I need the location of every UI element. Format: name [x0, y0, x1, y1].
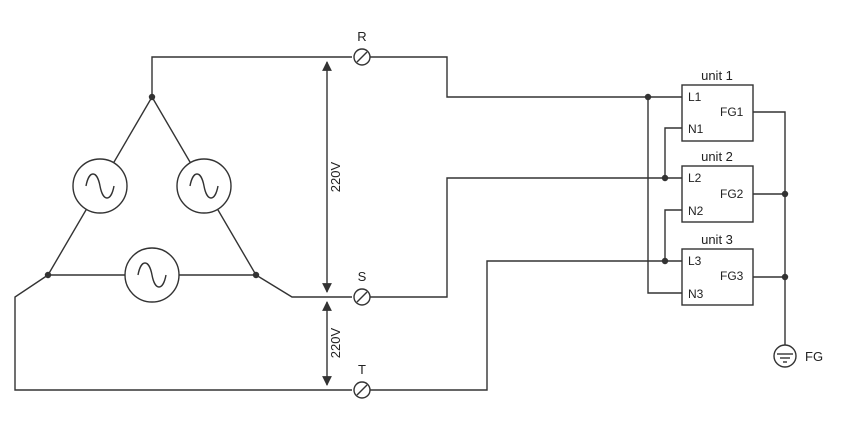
unit-2-title: unit 2: [701, 149, 733, 164]
terminal-s: S: [353, 269, 371, 306]
unit-1-box: [681, 84, 754, 142]
unit-3-live-label: L3: [688, 254, 702, 268]
wire-t-supply: [14, 274, 352, 391]
delta-source: [44, 93, 260, 303]
jumper-n2: [664, 209, 682, 261]
voltage-rs-label: 220V: [328, 161, 343, 192]
ac-source-icon: [176, 158, 232, 214]
unit-1-title: unit 1: [701, 68, 733, 83]
junction-dot: [661, 174, 669, 182]
unit-1-ground-label: FG1: [720, 105, 744, 119]
junction-dot: [781, 190, 789, 198]
voltage-st: 220V: [322, 301, 343, 386]
junction-dot: [644, 93, 652, 101]
junction-dot: [781, 273, 789, 281]
unit-2-ground-label: FG2: [720, 187, 744, 201]
unit-1: unit 1 L1 N1 FG1: [681, 68, 754, 142]
terminal-t: T: [353, 362, 371, 399]
wire-r-to-units: [370, 56, 682, 98]
jumper-n3: [647, 97, 682, 294]
terminal-r-label: R: [357, 29, 366, 44]
ac-source-icon: [72, 158, 128, 214]
unit-3-neutral-label: N3: [688, 287, 704, 301]
ground-label: FG: [805, 349, 823, 364]
unit-2-neutral-label: N2: [688, 204, 704, 218]
unit-1-neutral-label: N1: [688, 122, 704, 136]
unit-3-ground-label: FG3: [720, 269, 744, 283]
ac-source-icon: [124, 247, 180, 303]
unit-2-live-label: L2: [688, 171, 702, 185]
wire-s-to-units: [370, 177, 682, 298]
junction-dot: [661, 257, 669, 265]
voltage-rs: 220V: [322, 61, 343, 293]
unit-3: unit 3 L3 N3 FG3: [681, 232, 754, 306]
terminal-t-label: T: [358, 362, 366, 377]
wire-r-supply: [151, 56, 352, 97]
voltage-st-label: 220V: [328, 327, 343, 358]
unit-3-title: unit 3: [701, 232, 733, 247]
unit-3-box: [681, 248, 754, 306]
wire-s-supply: [255, 274, 352, 298]
jumper-n1: [664, 127, 682, 178]
unit-1-live-label: L1: [688, 90, 702, 104]
wire-t-to-units: [370, 260, 682, 391]
terminal-r: R: [353, 29, 371, 66]
ground-bus: [753, 111, 786, 345]
ground-icon: [773, 344, 797, 368]
unit-2: unit 2 L2 N2 FG2: [681, 149, 754, 223]
unit-2-box: [681, 165, 754, 223]
terminal-s-label: S: [358, 269, 367, 284]
